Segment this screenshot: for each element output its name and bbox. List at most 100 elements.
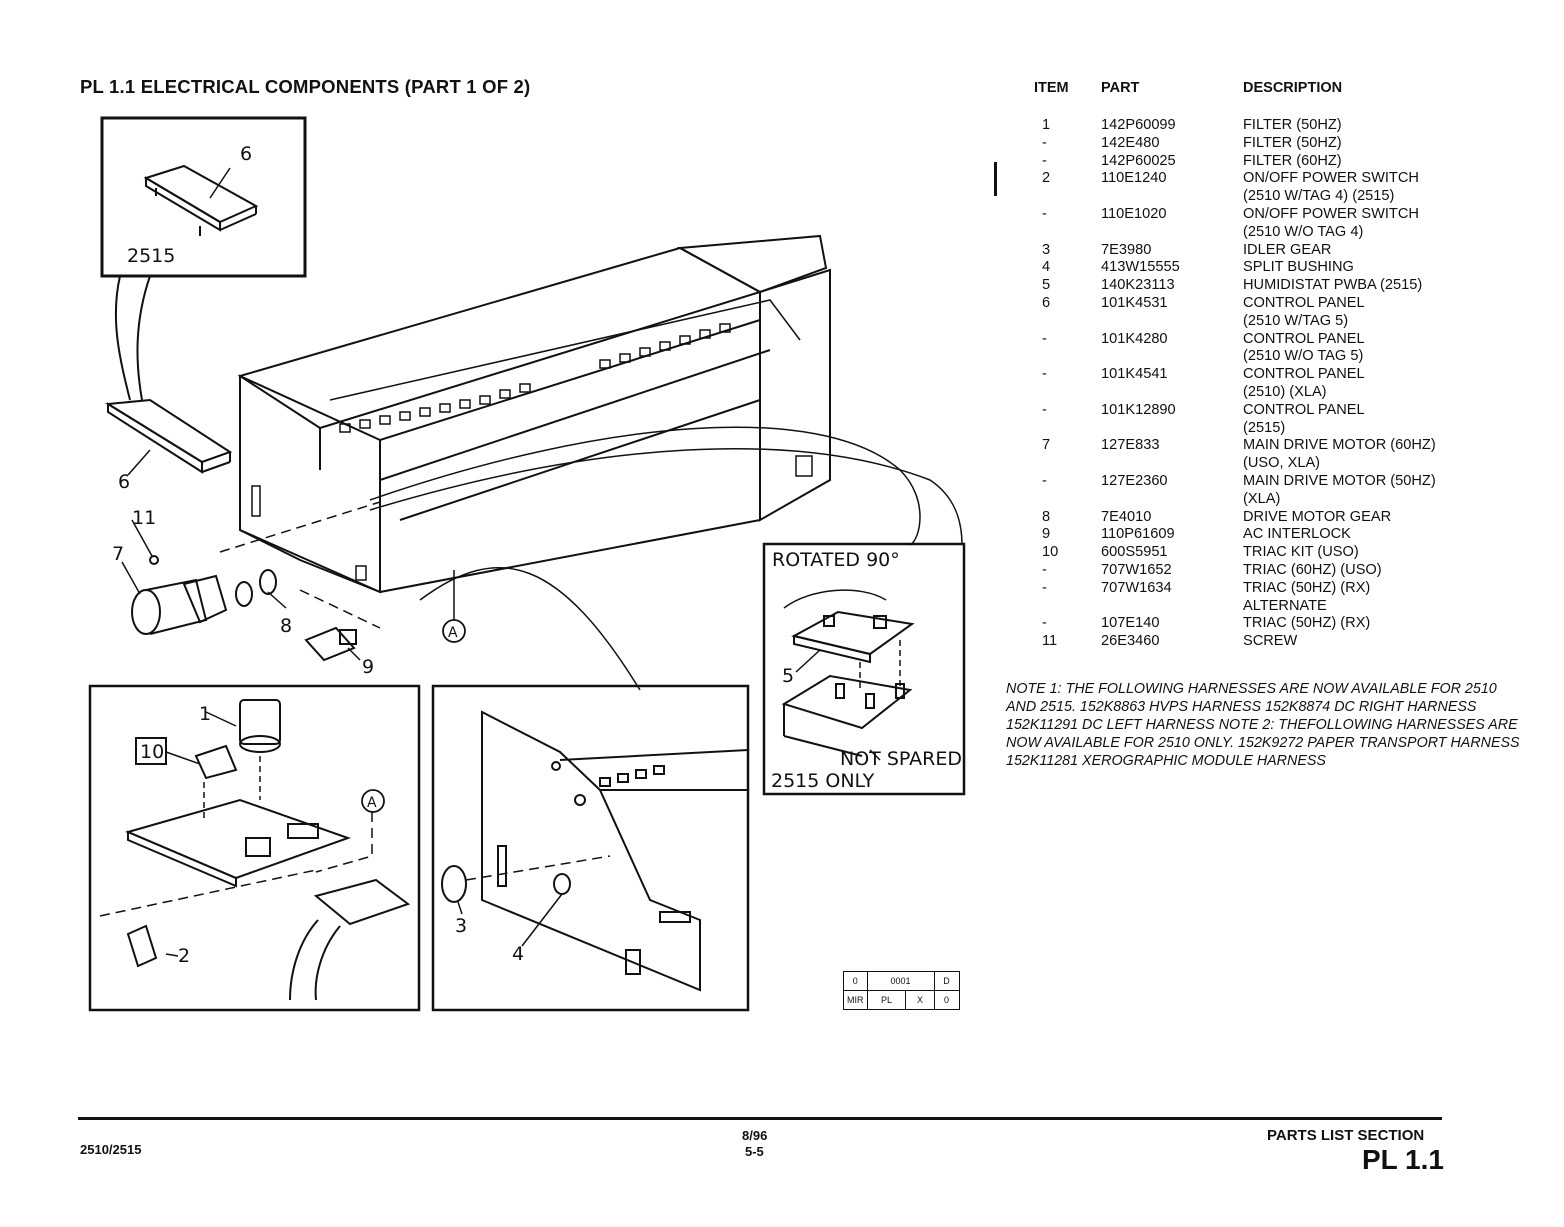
part-number-cell: 142P60025 [1101, 152, 1176, 169]
callout-6: 6 [240, 143, 252, 165]
code-cell: 0001 [866, 971, 935, 991]
footer-date: 8/96 [742, 1128, 768, 1143]
item-cell: 3 [1042, 241, 1051, 258]
callout-7: 7 [112, 543, 124, 565]
item-cell: - [1042, 205, 1047, 222]
part-number-cell: 413W15555 [1101, 259, 1180, 276]
table-row: 5 140K23113 HUMIDISTAT PWBA (2515) [1034, 277, 1534, 295]
table-row: 10 600S5951 TRIAC KIT (USO) [1034, 544, 1534, 562]
part-number-cell: 101K4280 [1101, 330, 1168, 347]
description-cell: FILTER (50HZ) [1243, 134, 1342, 151]
description-cell: MAIN DRIVE MOTOR (60HZ) (USO, XLA) [1243, 437, 1436, 472]
description-cell: CONTROL PANEL (2510 W/O TAG 5) [1243, 330, 1365, 365]
item-cell: - [1042, 330, 1047, 347]
exploded-parts-diagram: 2515 6 6 11 7 8 9 A 1 10 A 2 3 4 ROTATED… [88, 116, 966, 1012]
part-number-cell: 101K4541 [1101, 366, 1168, 383]
inset-2515-label: 2515 [127, 245, 175, 267]
description-cell: SPLIT BUSHING [1243, 259, 1354, 276]
callout-10: 10 [140, 741, 164, 763]
description-cell: HUMIDISTAT PWBA (2515) [1243, 277, 1423, 294]
part-number-cell: 127E833 [1101, 437, 1160, 454]
description-cell: CONTROL PANEL (2510 W/TAG 5) [1243, 294, 1365, 329]
only-2515-label: 2515 ONLY [771, 770, 875, 792]
part-number-cell: 7E3980 [1101, 241, 1152, 258]
callout-a-circle-2 [361, 789, 385, 813]
inset-2515-frame [100, 116, 307, 278]
column-header-item: ITEM [1034, 80, 1069, 96]
description-cell: AC INTERLOCK [1243, 526, 1351, 543]
part-number-cell: 142E480 [1101, 134, 1160, 151]
description-cell: FILTER (60HZ) [1243, 152, 1342, 169]
part-number-cell: 140K23113 [1101, 277, 1175, 294]
leader-6-inset [209, 167, 231, 199]
footer-rule [78, 1117, 1442, 1120]
description-cell: IDLER GEAR [1243, 241, 1332, 258]
item-cell: - [1042, 401, 1047, 418]
item-cell: 11 [1042, 633, 1058, 650]
item-cell: - [1042, 366, 1047, 383]
part-number-cell: 110E1020 [1101, 205, 1167, 222]
description-cell: CONTROL PANEL (2515) [1243, 401, 1365, 436]
part-number-cell: 142P60099 [1101, 117, 1176, 133]
item-cell: - [1042, 615, 1047, 632]
part-number-cell: 26E3460 [1101, 633, 1160, 650]
footer-pl-number: PL 1.1 [1362, 1144, 1444, 1175]
callout-5: 5 [782, 665, 794, 687]
callout-a-2: A [367, 795, 377, 811]
humidistat-pwba-drawing [781, 589, 915, 757]
footer-section: PARTS LIST SECTION [1267, 1127, 1425, 1144]
description-cell: ON/OFF POWER SWITCH (2510 W/O TAG 4) [1243, 205, 1419, 240]
part-number-cell: 110P61609 [1101, 526, 1175, 543]
item-cell: 6 [1042, 294, 1051, 311]
callout-11: 11 [132, 507, 156, 529]
not-spared-label: NOT SPARED [840, 748, 962, 770]
side-plate-drawing [441, 710, 749, 992]
item-cell: - [1042, 579, 1047, 596]
table-row: - 107E140 TRIAC (50HZ) (RX) [1034, 615, 1534, 633]
table-row: - 101K4280 CONTROL PANEL (2510 W/O TAG 5) [1034, 331, 1534, 367]
item-cell: 9 [1042, 526, 1051, 543]
description-cell: SCREW [1243, 633, 1298, 650]
callout-1: 1 [199, 703, 211, 725]
code-cell: D [933, 971, 960, 991]
description-cell: CONTROL PANEL (2510) (XLA) [1243, 366, 1365, 400]
part-number-cell: 110E1240 [1101, 170, 1167, 187]
revision-change-bar [994, 162, 997, 196]
code-cell: X [905, 990, 935, 1010]
table-row: 3 7E3980 IDLER GEAR [1034, 242, 1534, 260]
table-row: - 110E1020 ON/OFF POWER SWITCH (2510 W/O T… [1034, 206, 1534, 242]
description-cell: TRIAC (60HZ) (USO) [1243, 561, 1382, 578]
table-row: - 101K12890 CONTROL PANEL (2515) [1034, 402, 1534, 438]
item-cell: 2 [1042, 170, 1051, 187]
harness-note: NOTE 1: THE FOLLOWING HARNESSES ARE NOW … [1006, 681, 1520, 769]
item-cell: 8 [1042, 508, 1051, 525]
description-cell: FILTER (50HZ) [1243, 117, 1342, 133]
table-row: 11 26E3460 SCREW [1034, 633, 1534, 651]
triac-kit-10-box [135, 737, 167, 765]
part-number-cell: 101K12890 [1101, 401, 1176, 418]
callout-8: 8 [280, 615, 292, 637]
description-cell: TRIAC (50HZ) (RX) [1243, 615, 1371, 632]
item-cell: - [1042, 561, 1047, 578]
code-cell: 0 [933, 990, 960, 1010]
drive-motor-drawing [131, 555, 277, 635]
description-cell: ON/OFF POWER SWITCH (2510 W/TAG 4) (2515… [1243, 170, 1419, 205]
item-cell: 5 [1042, 277, 1051, 294]
code-cell: MIR [843, 990, 868, 1010]
table-row: - 101K4541 CONTROL PANEL (2510) (XLA) [1034, 366, 1534, 402]
description-cell: TRIAC KIT (USO) [1243, 544, 1359, 561]
part-number-cell: 707W1634 [1101, 579, 1172, 596]
footer-page-number: 5-5 [745, 1144, 764, 1159]
part-number-cell: 107E140 [1101, 615, 1160, 632]
description-cell: TRIAC (50HZ) (RX) ALTERNATE [1243, 579, 1371, 614]
item-cell: 10 [1042, 544, 1059, 561]
item-cell: 1 [1042, 117, 1051, 133]
part-number-cell: 600S5951 [1101, 544, 1168, 561]
